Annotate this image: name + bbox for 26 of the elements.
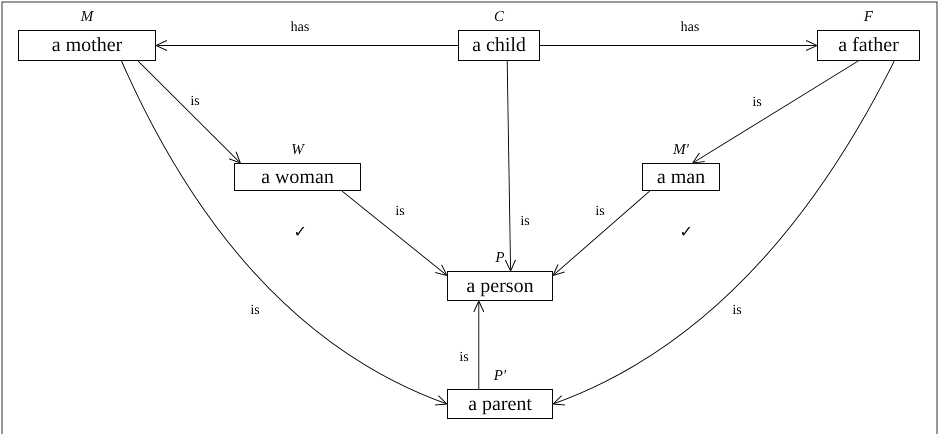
- arrow: [552, 60, 895, 406]
- variable-label: W: [291, 142, 304, 159]
- term-box: a parent: [447, 389, 553, 419]
- arrow: [692, 60, 859, 164]
- variable-label: M′: [673, 142, 689, 159]
- term-box: a child: [458, 30, 540, 61]
- check-mark: ✓: [680, 223, 692, 242]
- variable-label: M: [80, 9, 94, 26]
- term-box: a person: [447, 271, 553, 301]
- variable-label: C: [494, 9, 504, 26]
- arrow: [138, 60, 241, 164]
- arrow: [552, 190, 650, 276]
- arrow: [473, 300, 484, 390]
- term-box: a mother: [18, 30, 156, 61]
- variable-label: P′: [494, 368, 506, 385]
- check-mark: ✓: [294, 223, 306, 242]
- variable-label: P: [495, 250, 505, 267]
- term-box: a woman: [234, 163, 361, 191]
- arrow: [121, 60, 448, 406]
- arrow: [155, 40, 458, 52]
- variable-label: F: [864, 9, 874, 26]
- term-box: a man: [642, 163, 720, 191]
- arrow: [341, 190, 448, 276]
- term-box: a father: [817, 30, 920, 61]
- arrow: [504, 60, 516, 272]
- arrow: [540, 40, 818, 52]
